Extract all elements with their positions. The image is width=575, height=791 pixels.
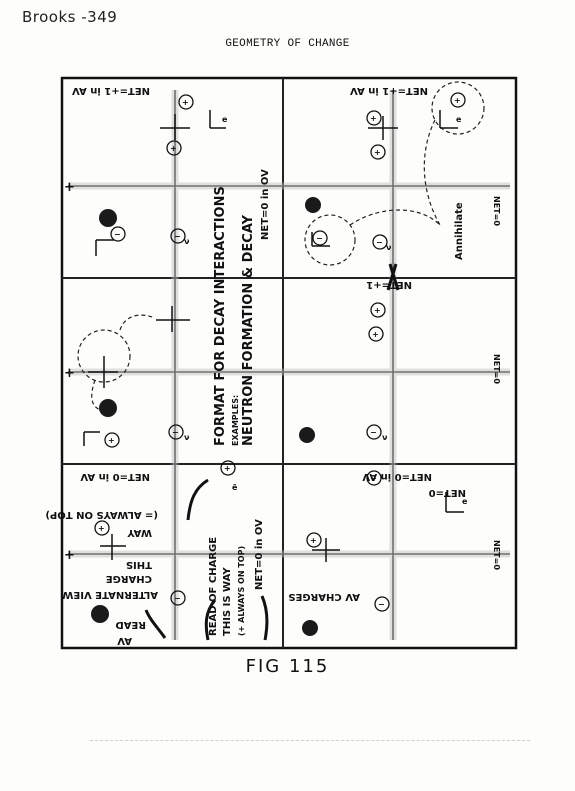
electron-label: e: [456, 115, 462, 124]
way-label: WAY: [127, 527, 152, 538]
plus-charge-label: +: [374, 148, 381, 157]
minus-charge-label: −: [370, 428, 377, 437]
net-label-top-right: NET=+1 in AV: [350, 85, 428, 96]
axis-shading: [68, 90, 510, 640]
net-label-center-top: NET=0 in OV: [260, 169, 271, 240]
minus-charge-label: −: [172, 428, 179, 437]
vector-arrows: [83, 110, 464, 562]
plus-charge-label: +: [374, 306, 381, 315]
net-label: NET=0: [492, 196, 501, 226]
net-label-right-lower-2: NET=0: [429, 487, 466, 498]
read-label: READ: [115, 619, 146, 630]
diagram-frame: [60, 76, 518, 650]
av-charges-label: AV CHARGES: [288, 591, 360, 602]
axis-lines: [68, 90, 510, 640]
examples-label: EXAMPLES:: [231, 395, 240, 446]
always-on-top-label: (= ALWAYS ON TOP): [45, 509, 158, 520]
neutrino-label: ν: [386, 243, 392, 252]
center-subtitle: NEUTRON FORMATION & DECAY: [241, 214, 256, 446]
page-id: Brooks -349: [22, 8, 118, 26]
svg-text:+: +: [64, 548, 75, 563]
particle-labels: e e ν ν ē e ν ν: [184, 115, 468, 506]
minus-charge-label: −: [114, 230, 121, 239]
alternate-view-label: ALTERNATE VIEW: [62, 589, 158, 600]
minus-charge-label: −: [378, 600, 385, 609]
curved-arrows: [144, 478, 269, 641]
neutrino-label: ν: [184, 237, 190, 246]
this-label: THIS: [126, 559, 152, 570]
page-rule: [90, 740, 530, 741]
electron-label: e: [462, 497, 468, 506]
center-title: FORMAT FOR DECAY INTERACTIONS: [213, 186, 228, 446]
plus-charge-label: +: [454, 96, 461, 105]
plus-charge-label: +: [170, 144, 177, 153]
net-label-center-lower: NET=0 in AV: [80, 471, 150, 482]
read-of-charge-label: READ OF CHARGE: [208, 537, 219, 636]
page-title: GEOMETRY OF CHANGE: [225, 38, 350, 50]
charge-symbols: + + − − + + + − − + + + − + − − + − − +: [98, 96, 461, 609]
plus-charge-label: +: [108, 436, 115, 445]
electron-label: e: [222, 115, 228, 124]
plus-charge-label: +: [224, 464, 231, 473]
svg-text:+: +: [64, 366, 75, 381]
plus-charge-label: +: [370, 114, 377, 123]
net-label-bottom-center: NET=0 in OV: [254, 519, 265, 590]
annihilate-label: Annihilate: [454, 202, 465, 260]
dashed-circles: [77, 81, 485, 411]
minus-charge-label: −: [376, 238, 383, 247]
minus-charge-label: −: [370, 474, 377, 483]
plus-charge-label: +: [182, 98, 189, 107]
net-label-right-lower: NET=0 in AV: [362, 471, 432, 482]
plus-charge-label: +: [98, 524, 105, 533]
plus-charge-label: +: [310, 536, 317, 545]
solid-particles: [91, 197, 321, 636]
figure-caption: FIG 115: [245, 656, 330, 677]
net-label: NET=0: [492, 540, 501, 570]
minus-charge-label: −: [174, 594, 181, 603]
minus-charge-label: −: [316, 234, 323, 243]
neutrino-label: ν: [382, 433, 388, 442]
minus-charge-label: −: [174, 232, 181, 241]
charge-circles: [94, 92, 466, 612]
charge-label: CHARGE: [106, 573, 152, 584]
this-is-way-label: THIS IS WAY: [222, 567, 233, 636]
grid-lines: [62, 78, 516, 648]
electron-label: ē: [232, 483, 238, 492]
plus-ticks: + + +: [64, 180, 75, 563]
net-label-top-left: NET=+1 in AV: [72, 85, 150, 96]
av-label: AV: [117, 635, 132, 646]
right-side-labels: NET=0 NET=0 NET=0: [492, 196, 501, 570]
always-on-top-2-label: (+ ALWAYS ON TOP): [237, 546, 246, 636]
svg-text:+: +: [64, 180, 75, 195]
neutrino-label: ν: [184, 433, 190, 442]
plus-charge-label: +: [372, 330, 379, 339]
marker-strokes: [386, 263, 400, 291]
net-label: NET=0: [492, 354, 501, 384]
